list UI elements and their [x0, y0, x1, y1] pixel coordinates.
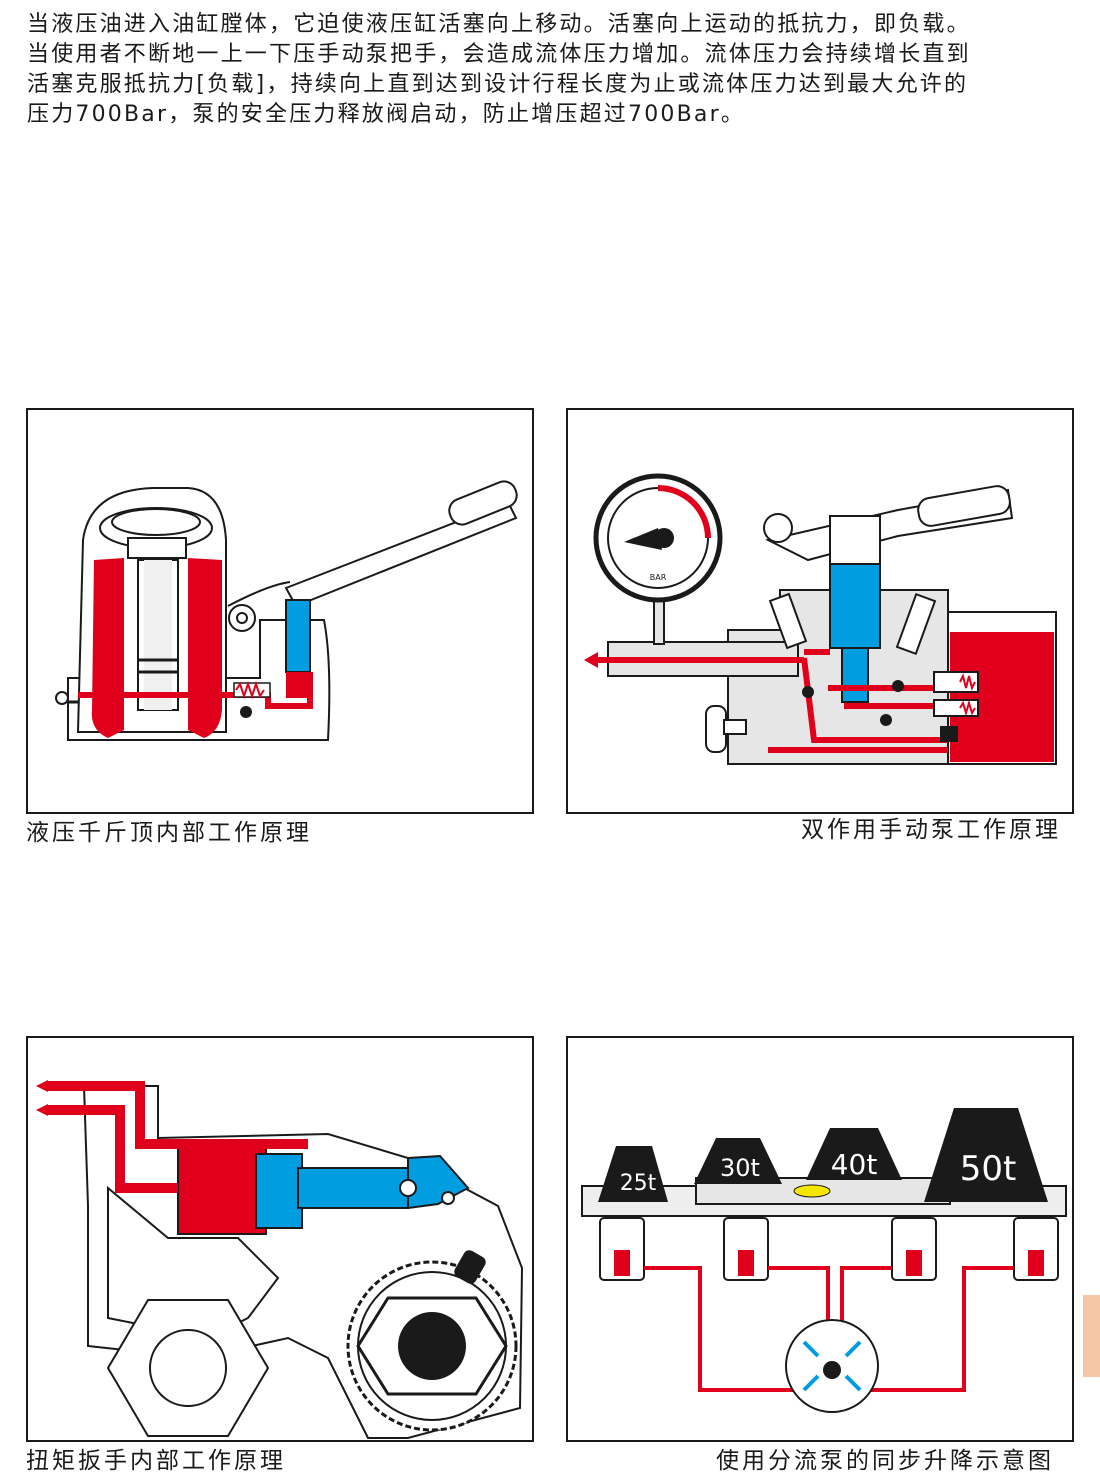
- wrench-piston: [255, 1153, 303, 1229]
- gauge-label: BAR: [650, 573, 667, 582]
- pump-piston: [285, 599, 311, 673]
- weight-label: 50t: [960, 1149, 1017, 1189]
- hose: [644, 1266, 798, 1392]
- lift-cylinder: [891, 1217, 937, 1281]
- wrench-caption: 扭矩扳手内部工作原理: [26, 1448, 286, 1474]
- release-valve-knob: [705, 705, 747, 753]
- hose: [868, 1266, 1014, 1392]
- wrench-diagram: [36, 1080, 524, 1439]
- jack-caption: 液压千斤顶内部工作原理: [26, 820, 312, 846]
- oil-line-upper: [48, 1081, 308, 1149]
- jack-diagram: [55, 480, 518, 741]
- edge-tab: [1083, 1295, 1100, 1377]
- sync-diagram: 25t 30t 40t 50t: [581, 1108, 1067, 1413]
- lift-cylinder: [599, 1217, 645, 1281]
- pump-diagram: BAR: [584, 473, 1057, 765]
- wrench-diagram-panel: [26, 1036, 534, 1442]
- oil-line-lower: [48, 1105, 178, 1193]
- lift-cylinder: [723, 1217, 769, 1281]
- pump-piston: [829, 563, 881, 649]
- sync-diagram-panel: 25t 30t 40t 50t: [566, 1036, 1074, 1442]
- intro-line: 活塞克服抵抗力[负载]，持续向上直到达到设计行程长度为止或流体压力达到最大允许的: [27, 72, 969, 97]
- spring-icon: [933, 671, 979, 717]
- lift-cylinder: [1013, 1217, 1059, 1281]
- hose: [768, 1266, 830, 1338]
- spring-icon: [233, 680, 271, 700]
- jack-diagram-panel: [26, 408, 534, 814]
- wrench-cylinder: [177, 1147, 267, 1235]
- hose: [840, 1266, 892, 1338]
- weight-icon: [598, 1108, 1048, 1202]
- intro-line: 压力700Bar，泵的安全压力释放阀启动，防止增压超过700Bar。: [27, 102, 746, 127]
- sync-caption: 使用分流泵的同步升降示意图: [716, 1448, 1054, 1474]
- flow-arrow-icon: [36, 1080, 48, 1092]
- gear-icon: [346, 1260, 518, 1432]
- intro-line: 当使用者不断地一上一下压手动泵把手，会造成流体压力增加。流体压力会持续增长直到: [27, 42, 971, 67]
- weight-label: 30t: [720, 1154, 760, 1182]
- weight-label: 25t: [620, 1171, 657, 1196]
- oil-chamber-left: [91, 558, 124, 738]
- flow-arrow-icon: [584, 652, 598, 668]
- pressure-gauge-icon: BAR: [593, 473, 723, 645]
- weight-label: 40t: [831, 1148, 878, 1181]
- pump-caption: 双作用手动泵工作原理: [801, 817, 1061, 843]
- handle-grip: [448, 480, 518, 526]
- intro-paragraph: 当液压油进入油缸膛体，它迫使液压缸活塞向上移动。活塞向上运动的抵抗力，即负载。 …: [27, 10, 1077, 130]
- oil-chamber-right: [188, 558, 222, 738]
- intro-line: 当液压油进入油缸膛体，它迫使液压缸活塞向上移动。活塞向上运动的抵抗力，即负载。: [27, 12, 971, 37]
- pump-diagram-panel: BAR: [566, 408, 1074, 814]
- flow-arrow-icon: [36, 1104, 48, 1116]
- flow-divider-icon: [785, 1319, 879, 1413]
- oil-channel: [801, 657, 948, 743]
- oil-line: [78, 672, 313, 709]
